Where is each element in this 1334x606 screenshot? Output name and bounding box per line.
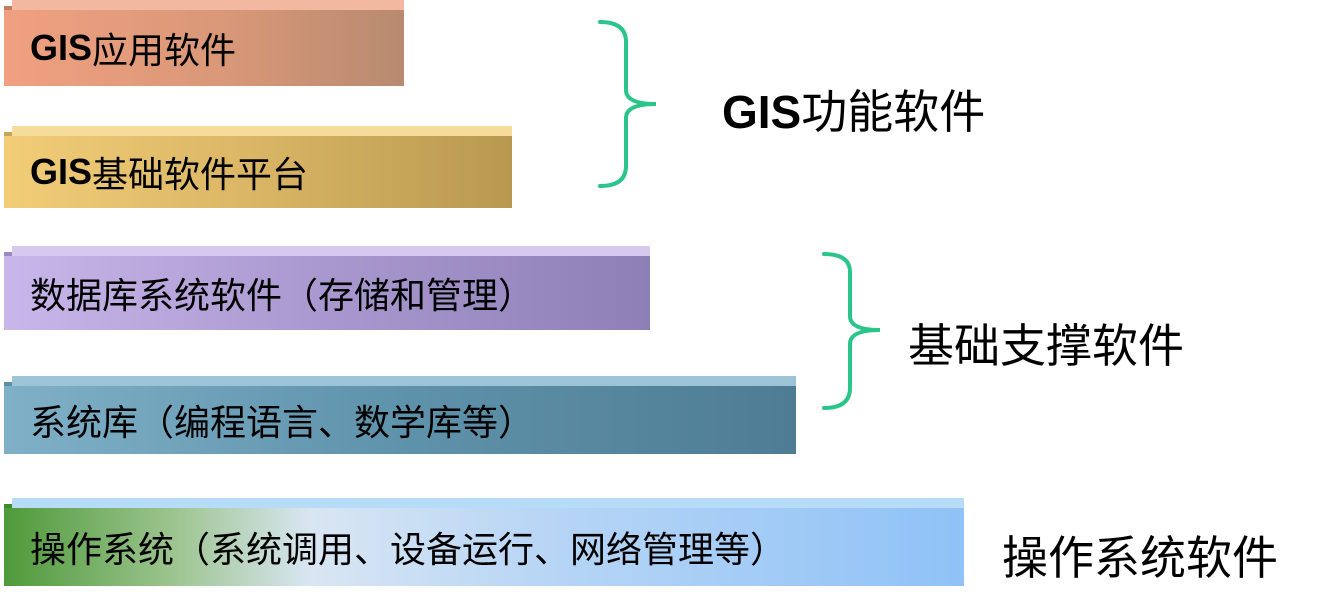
group-gis-prefix: GIS	[722, 86, 802, 138]
layer-system-library: 系统库（编程语言、数学库等）	[4, 376, 796, 454]
layer-operating-system: 操作系统（系统调用、设备运行、网络管理等）	[4, 498, 964, 586]
brace-gis-function	[598, 20, 657, 188]
group-label-text: 功能软件	[801, 85, 986, 139]
brace-basic-support	[822, 252, 881, 410]
group-label-os-software: 操作系统软件	[1002, 531, 1278, 585]
layer-label: 数据库系统软件（存储和管理）	[30, 276, 535, 317]
layer-label: 基础软件平台	[92, 155, 309, 196]
layer-label: 操作系统（系统调用、设备运行、网络管理等）	[30, 530, 787, 571]
group-label-basic-support: 基础支撑软件	[908, 319, 1184, 373]
layer-gis-prefix: GIS	[30, 27, 93, 68]
layer-gis-prefix: GIS	[30, 151, 93, 192]
layer-label: 系统库（编程语言、数学库等）	[30, 403, 535, 444]
group-label-gis-function: GIS功能软件	[722, 76, 985, 142]
layer-database-software: 数据库系统软件（存储和管理）	[4, 246, 650, 330]
layer-label: 应用软件	[92, 31, 237, 72]
